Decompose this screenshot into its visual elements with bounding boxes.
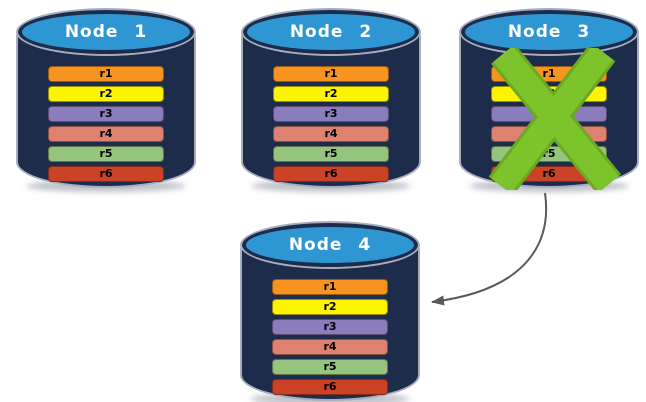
- row-r2: r2: [48, 86, 164, 102]
- row-r3: r3: [273, 106, 389, 122]
- row-r6: r6: [273, 166, 389, 182]
- database-node-1: Node 1 r1 r2 r3 r4 r5 r6: [16, 8, 196, 192]
- row-stack: r1 r2 r3 r4 r5 r6: [48, 66, 164, 186]
- row-r4: r4: [272, 339, 388, 355]
- node-title: Node 4: [288, 235, 372, 255]
- failure-x-icon: [488, 48, 622, 190]
- row-r6: r6: [48, 166, 164, 182]
- database-node-2: Node 2 r1 r2 r3 r4 r5 r6: [241, 8, 421, 192]
- row-r5: r5: [48, 146, 164, 162]
- node-title: Node 3: [507, 22, 591, 42]
- row-r2: r2: [272, 299, 388, 315]
- row-r1: r1: [273, 66, 389, 82]
- database-node-3-failed: Node 3 r1 r2 r3 r4 r5 r6: [459, 8, 639, 192]
- row-r4: r4: [48, 126, 164, 142]
- row-r2: r2: [273, 86, 389, 102]
- row-r5: r5: [273, 146, 389, 162]
- row-r6: r6: [272, 379, 388, 395]
- row-r1: r1: [272, 279, 388, 295]
- node-title: Node 2: [289, 22, 373, 42]
- row-r3: r3: [48, 106, 164, 122]
- row-r3: r3: [272, 319, 388, 335]
- row-stack: r1 r2 r3 r4 r5 r6: [273, 66, 389, 186]
- cylinder-top: Node 3: [459, 8, 639, 56]
- row-r1: r1: [48, 66, 164, 82]
- database-node-4: Node 4 r1 r2 r3 r4 r5 r6: [240, 221, 420, 402]
- row-r5: r5: [272, 359, 388, 375]
- row-stack: r1 r2 r3 r4 r5 r6: [272, 279, 388, 399]
- cylinder-top: Node 4: [240, 221, 420, 269]
- row-r4: r4: [273, 126, 389, 142]
- node-title: Node 1: [64, 22, 148, 42]
- cylinder-top: Node 2: [241, 8, 421, 56]
- cylinder-top: Node 1: [16, 8, 196, 56]
